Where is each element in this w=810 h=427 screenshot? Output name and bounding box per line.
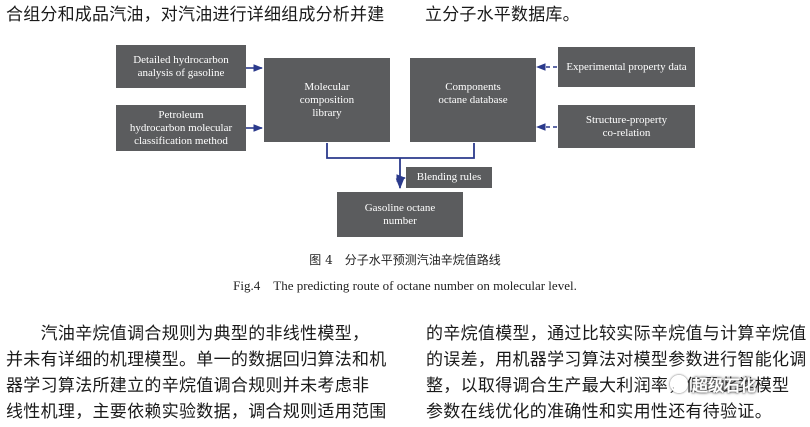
left-line-3: 器学习算法所建立的辛烷值调合规则并未考虑非 (6, 376, 370, 396)
box-blending-line-1: Blending rules (416, 171, 482, 183)
box-gasoline-line-1: Gasoline octane (364, 201, 436, 214)
box-detailed-hydrocarbon: Detailed hydrocarbon analysis of gasolin… (116, 45, 246, 88)
box-structure-property: Structure-property co-relation (558, 105, 695, 148)
box-molecular-line-2: composition (299, 93, 355, 106)
figure-caption-cn: 图 4 分子水平预测汽油辛烷值路线 (309, 253, 501, 267)
box-molecular-library: Molecular composition library (264, 58, 390, 142)
box-structure-line-1: Structure-property (585, 113, 668, 126)
box-molecular-line-3: library (312, 106, 342, 119)
box-molecular-line-1: Molecular (304, 80, 350, 93)
box-petroleum-line-3: classification method (134, 134, 228, 147)
box-experimental-line-1: Experimental property data (566, 60, 687, 73)
box-components-line-1: Components (445, 81, 501, 93)
box-experimental-data: Experimental property data (558, 47, 695, 87)
watermark: 超级石化 (670, 371, 810, 397)
box-components-line-2: octane database (438, 94, 508, 106)
box-petroleum-line-1: Petroleum (158, 108, 204, 121)
left-line-1: 汽油辛烷值调合规则为典型的非线性模型， (6, 324, 370, 344)
box-structure-line-2: co-relation (602, 126, 651, 139)
right-line-4: 参数在线优化的准确性和实用性还有待验证。 (426, 402, 772, 422)
watermark-text: 超级石化 (692, 376, 757, 395)
left-line-2: 并未有详细的机理模型。单一的数据回归算法和机 (6, 350, 387, 370)
body-text-top-left: 合组分和成品汽油，对汽油进行详细组成分析并建 (6, 5, 385, 25)
connector-merge (326, 143, 475, 159)
box-blending-rules: Blending rules (406, 167, 492, 188)
box-petroleum-line-2: hydrocarbon molecular (129, 121, 233, 134)
body-column-left: 汽油辛烷值调合规则为典型的非线性模型， 并未有详细的机理模型。单一的数据回归算法… (6, 321, 387, 425)
box-petroleum-classification: Petroleum hydrocarbon molecular classifi… (116, 105, 246, 151)
right-line-2: 的误差，用机器学习算法对模型参数进行智能化调 (426, 350, 807, 370)
left-line-4: 线性机理，主要依赖实验数据，调合规则适用范围 (6, 402, 387, 422)
box-components-database: Components octane database (410, 58, 536, 142)
box-gasoline-line-2: number (383, 214, 417, 227)
body-column-right: 的辛烷值模型，通过比较实际辛烷值与计算辛烷值 的误差，用机器学习算法对模型参数进… (426, 321, 807, 425)
right-line-1: 的辛烷值模型，通过比较实际辛烷值与计算辛烷值 (426, 324, 807, 344)
figure-caption-en: Fig.4 The predicting route of octane num… (233, 278, 577, 293)
wechat-logo-icon (670, 375, 688, 393)
body-text-top-right: 立分子水平数据库。 (425, 5, 580, 25)
box-gasoline-octane: Gasoline octane number (337, 192, 463, 237)
right-line-3: 整，以取得调合生产最大利润率，但是此类模型 (426, 376, 790, 396)
box-detailed-line-1: Detailed hydrocarbon (133, 53, 229, 66)
box-detailed-line-2: analysis of gasoline (137, 66, 225, 79)
